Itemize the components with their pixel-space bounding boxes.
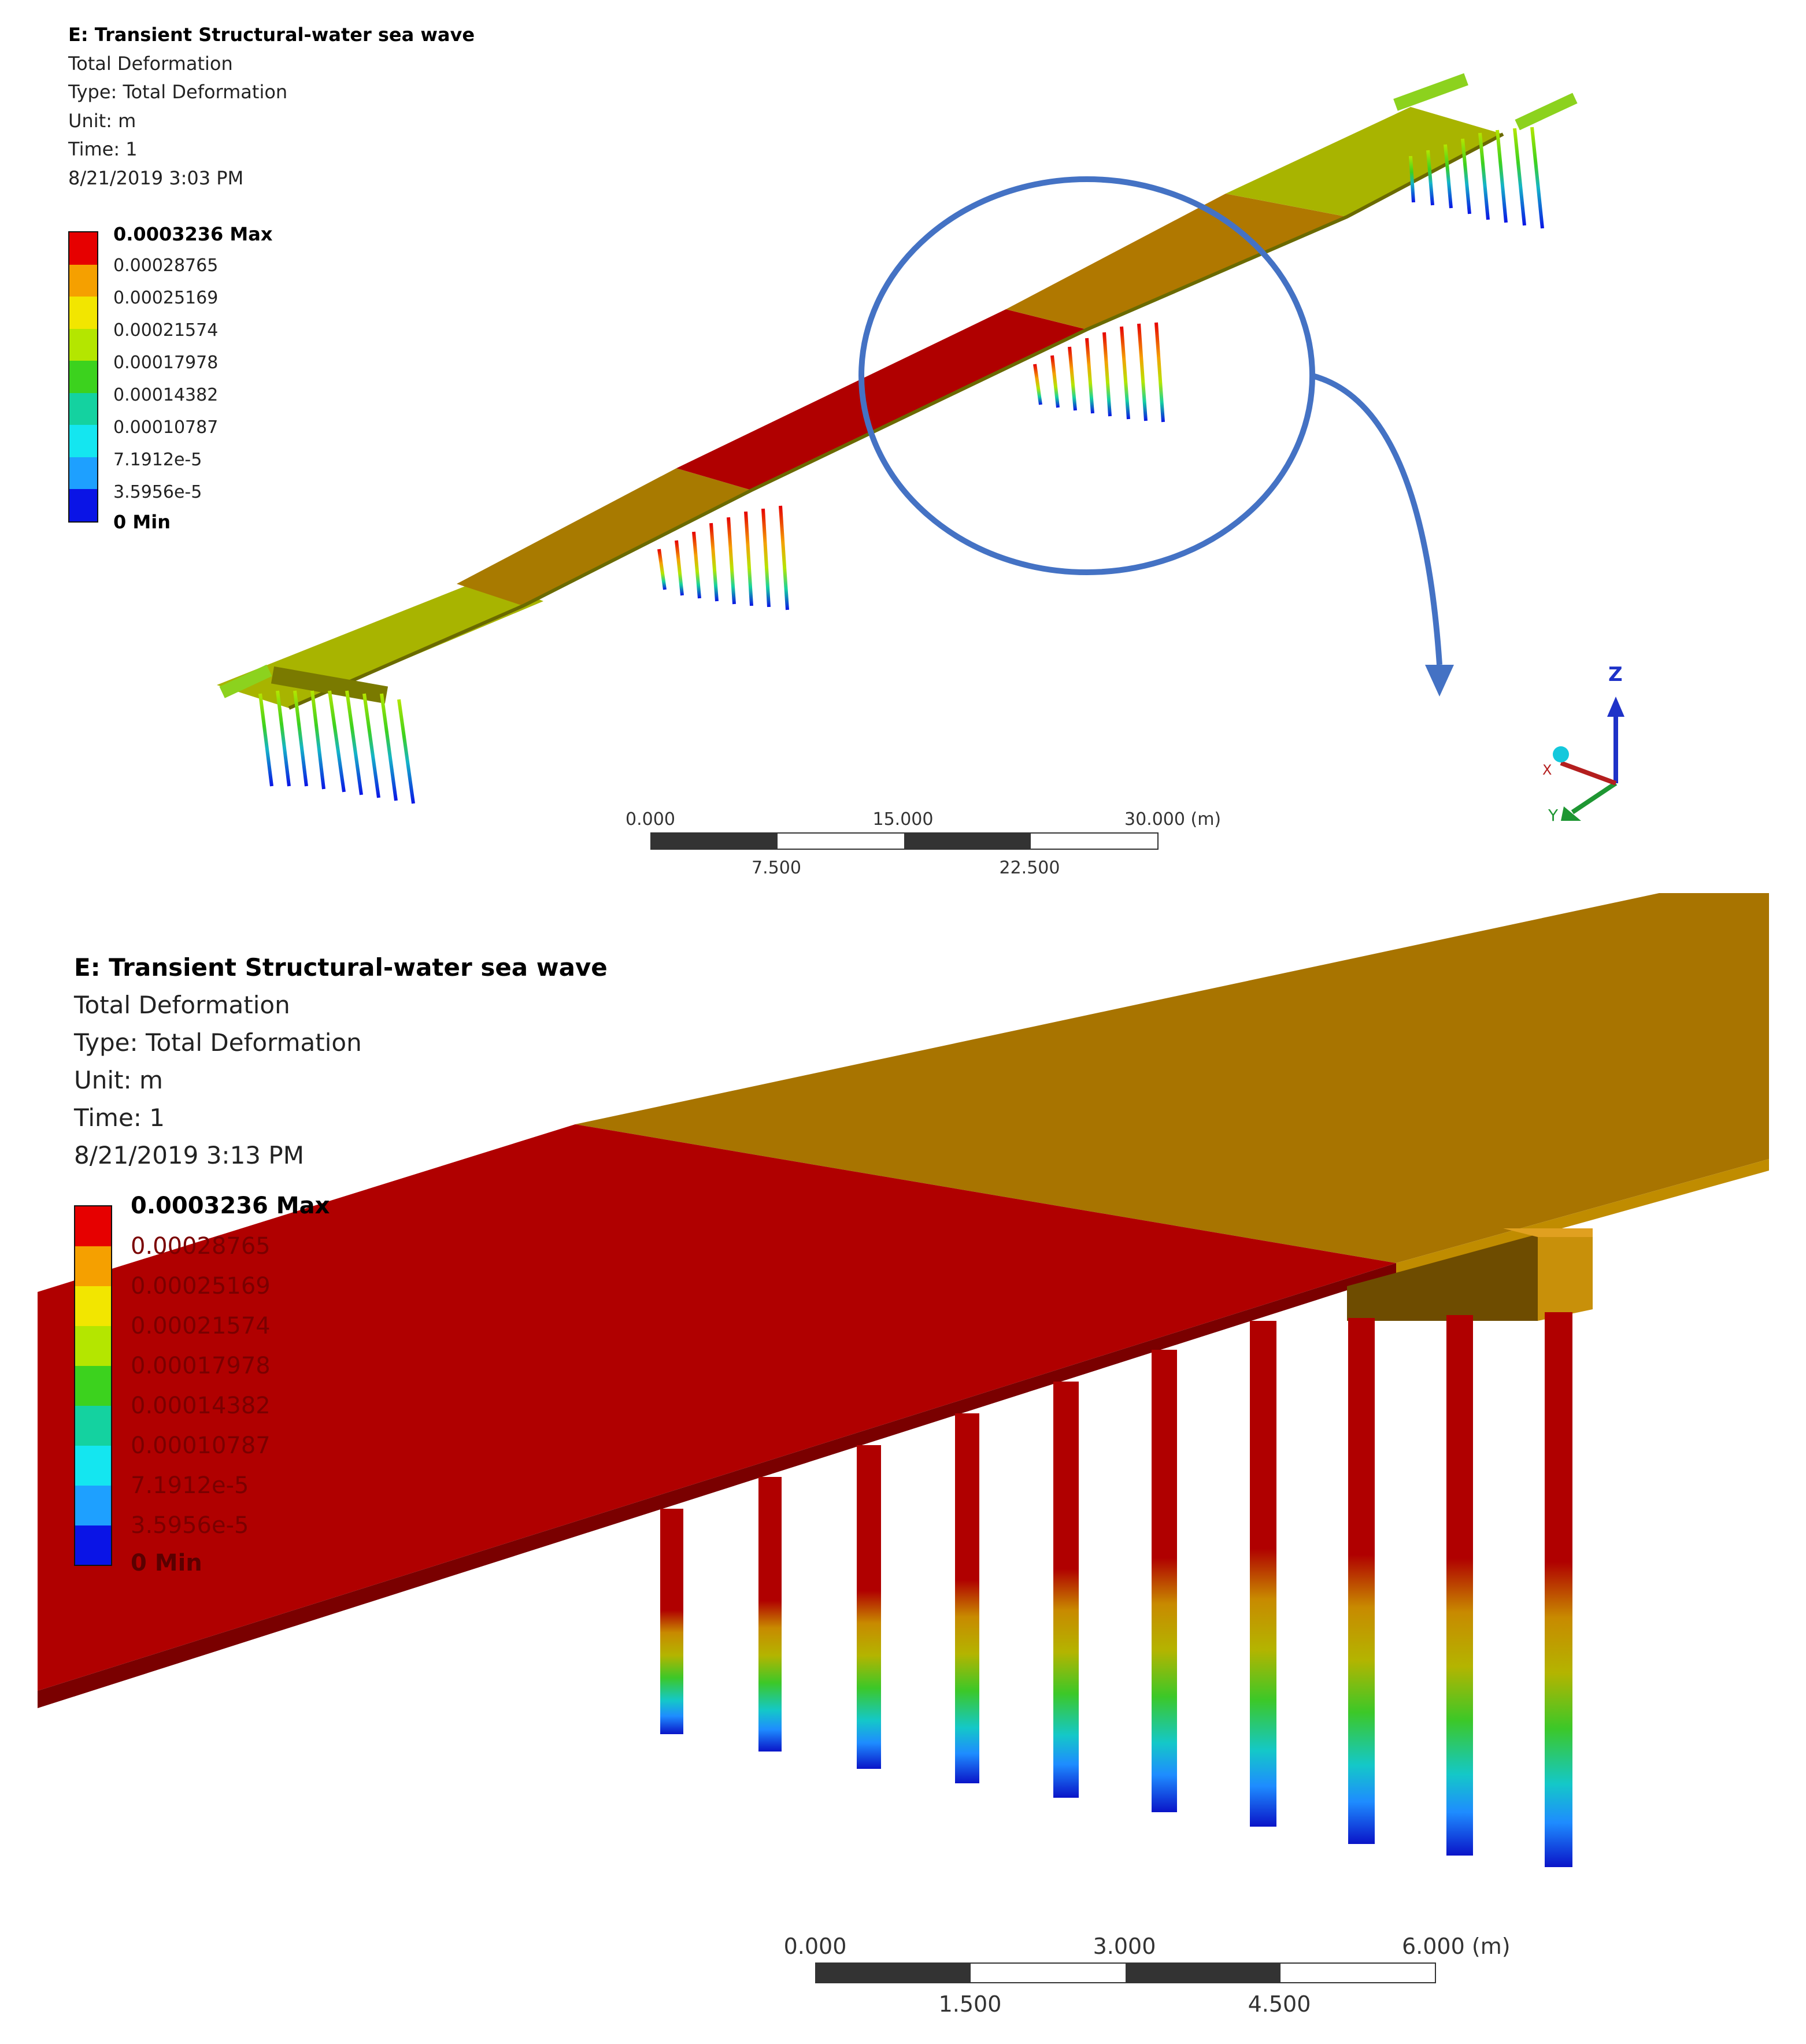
pile-7: [1250, 1321, 1276, 1827]
legend-min: 0 Min: [113, 511, 171, 533]
bottom-scale-tick-3: 3.000: [1093, 1934, 1156, 1959]
top-scale-tick-30: 30.000 (m): [1124, 809, 1222, 830]
legend-level-3: 0.00021574: [113, 320, 219, 340]
legend-level-4: 0.00017978: [113, 353, 219, 373]
legend-max: 0.0003236 Max: [113, 223, 273, 245]
deck-section-right-mid: [1006, 194, 1347, 329]
bottom-scale-tick-6: 6.000 (m): [1402, 1934, 1511, 1959]
legend-level-8: 3.5956e-5: [113, 482, 202, 502]
legend-level-1: 0.00028765: [113, 255, 219, 276]
result-name: Total Deformation: [68, 52, 233, 75]
deck-section-left-mid: [457, 468, 752, 606]
result-timestamp: 8/21/2019 3:13 PM: [74, 1141, 304, 1170]
top-info-block: E: Transient Structural-water sea wave T…: [68, 21, 475, 193]
callout-arrowhead: [1425, 665, 1454, 697]
legend-max: 0.0003236 Max: [131, 1193, 330, 1219]
top-scale-tick-22-5: 22.500: [999, 858, 1060, 878]
legend-level-4: 0.00017978: [131, 1353, 271, 1379]
result-type: Type: Total Deformation: [68, 81, 288, 103]
pile-10: [1545, 1312, 1572, 1867]
deck-red-edge: [38, 1263, 1396, 1708]
pile-group-left-mid: [657, 505, 789, 610]
left-abutment: [271, 666, 388, 704]
pile-cap-front: [1347, 1234, 1538, 1321]
top-scale-tick-15: 15.000: [872, 809, 934, 830]
triad-z-label: Z: [1608, 663, 1623, 686]
legend-level-8: 3.5956e-5: [131, 1512, 249, 1539]
bottom-scale-bar: [815, 1962, 1436, 1983]
result-timestamp: 8/21/2019 3:03 PM: [68, 166, 244, 189]
pile-group-left-end: [258, 690, 415, 804]
pile-8: [1348, 1318, 1375, 1844]
result-time: Time: 1: [74, 1104, 165, 1132]
legend-level-3: 0.00021574: [131, 1313, 271, 1339]
callout-arrow-line: [1311, 373, 1442, 665]
top-scale-tick-0: 0.000: [626, 809, 675, 830]
triad-y-label: Y: [1548, 806, 1559, 825]
legend-level-5: 0.00014382: [113, 385, 219, 405]
legend-color-bar: [74, 1205, 112, 1566]
pile-4: [955, 1413, 979, 1783]
result-unit: Unit: m: [68, 109, 136, 132]
left-end-beam: [219, 664, 272, 698]
result-type: Type: Total Deformation: [74, 1028, 362, 1057]
pile-3: [857, 1445, 881, 1769]
analysis-title: E: Transient Structural-water sea wave: [68, 24, 475, 46]
pile-cap-top: [1503, 1228, 1593, 1237]
pile-group-center: [1033, 322, 1165, 423]
pile-row: [660, 1312, 1572, 1867]
top-scale-tick-7-5: 7.500: [752, 858, 801, 878]
pile-cap-side: [1538, 1234, 1593, 1321]
result-name: Total Deformation: [74, 991, 290, 1020]
result-unit: Unit: m: [74, 1066, 163, 1095]
detail-panel: E: Transient Structural-water sea wave T…: [0, 893, 1806, 2044]
deck-orange-edge: [1396, 1159, 1769, 1275]
pile-1: [660, 1509, 683, 1734]
deck-edge: [288, 132, 1504, 710]
right-end-beam: [1515, 92, 1578, 131]
legend-level-7: 7.1912e-5: [131, 1472, 249, 1499]
pile-2: [758, 1477, 782, 1752]
legend-level-2: 0.00025169: [113, 288, 219, 308]
legend-level-6: 0.00010787: [113, 417, 219, 438]
bridge-detail-scene: [38, 893, 1769, 1867]
top-scale-bar: [650, 832, 1159, 850]
pile-6: [1152, 1350, 1177, 1812]
legend-level-2: 0.00025169: [131, 1273, 271, 1299]
deck-section-right-end: [1226, 107, 1503, 217]
bridge-overview-scene: Z Y X: [217, 73, 1624, 825]
legend-level-5: 0.00014382: [131, 1393, 271, 1419]
deck-red-section: [38, 1124, 1396, 1691]
bottom-scale-tick-4-5: 4.500: [1248, 1991, 1311, 2017]
bottom-scale-tick-1-5: 1.500: [938, 1991, 1002, 2017]
legend-color-bar: [68, 231, 98, 523]
axis-triad: [1553, 697, 1624, 821]
triad-x-label: X: [1542, 762, 1552, 778]
analysis-title: E: Transient Structural-water sea wave: [74, 953, 608, 982]
pile-9: [1446, 1315, 1473, 1856]
bottom-info-block: E: Transient Structural-water sea wave T…: [74, 949, 608, 1175]
bottom-scale-tick-0: 0.000: [783, 1934, 847, 1959]
legend-min: 0 Min: [131, 1550, 202, 1576]
deck-orange-section: [575, 893, 1769, 1263]
pile-group-right-end: [1409, 127, 1544, 229]
legend-level-1: 0.00028765: [131, 1233, 271, 1260]
deck-section-center: [676, 309, 1087, 490]
pile-5: [1053, 1382, 1079, 1798]
legend-level-7: 7.1912e-5: [113, 450, 202, 470]
legend-level-6: 0.00010787: [131, 1432, 271, 1459]
right-abutment: [1393, 73, 1468, 111]
result-time: Time: 1: [68, 138, 138, 161]
overview-panel: Z Y X E: Transient Structural-water sea …: [0, 0, 1806, 893]
